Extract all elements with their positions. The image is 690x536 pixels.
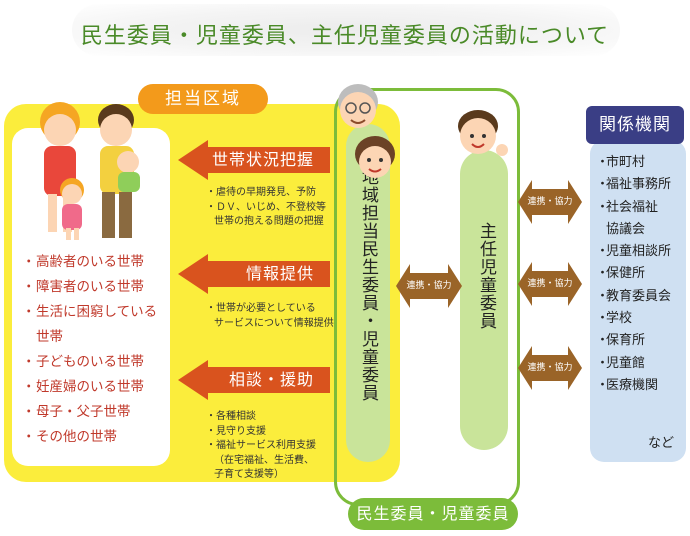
household-item: ・その他の世帯 <box>22 429 117 445</box>
commissioner-group-label: 民生委員・児童委員 <box>348 498 518 530</box>
household-item: ・母子・父子世帯 <box>22 404 131 420</box>
agency-item: ・教育委員会 <box>596 288 672 304</box>
household-item: ・高齢者のいる世帯 <box>22 254 144 270</box>
agency-item: 協議会 <box>606 221 646 237</box>
household-item: ・障害者のいる世帯 <box>22 279 144 295</box>
activity-details-info: ・世帯が必要としている サービスについて情報提供 <box>206 303 334 329</box>
man-face-icon <box>458 110 508 156</box>
household-list: ・高齢者のいる世帯 ・障害者のいる世帯 ・生活に困窮している 世帯 ・子どものい… <box>22 250 168 450</box>
chief-commissioner-label: 主任児童委員 <box>476 222 496 330</box>
household-item: ・生活に困窮している <box>22 304 158 320</box>
local-commissioner-label: 地域担当民生委員・児童委員 <box>358 168 378 402</box>
agency-item: ・福祉事務所 <box>596 177 672 193</box>
household-item: ・妊産婦のいる世帯 <box>22 379 144 395</box>
activity-details-consult: ・各種相談 ・見守り支援 ・福祉サービス利用支援 （在宅福祉、生活費、 子育て支… <box>206 411 316 480</box>
agency-item: ・児童館 <box>596 355 646 371</box>
agency-item: ・保育所 <box>596 333 646 349</box>
title-background <box>72 4 620 56</box>
agency-list: ・市町村 ・福祉事務所 ・社会福祉 協議会 ・児童相談所 ・保健所 ・教育委員会… <box>596 152 688 397</box>
agency-item: ・保健所 <box>596 266 646 282</box>
agency-item: ・社会福祉 <box>596 199 659 215</box>
agency-panel <box>590 140 686 462</box>
agency-item: ・児童相談所 <box>596 244 672 260</box>
page-title: 民生委員・児童委員、主任児童委員の活動について <box>80 24 610 49</box>
activity-details-status: ・虐待の早期発見、予防 ・ＤＶ、いじめ、不登校等 世帯の抱える問題の把握 <box>206 187 326 227</box>
chief-commissioner-box <box>460 150 508 450</box>
woman-face-icon <box>355 136 395 178</box>
household-item: ・子どものいる世帯 <box>22 354 144 370</box>
cooperation-arrow: 連携・協力 <box>518 180 582 224</box>
agency-item: ・医療機関 <box>596 377 659 393</box>
agency-item: ・市町村 <box>596 155 646 170</box>
elderly-man-face-icon <box>338 84 378 128</box>
cooperation-arrow: 連携・協力 <box>518 262 582 306</box>
agency-item: ・学校 <box>596 311 633 327</box>
agency-label: 関係機関 <box>586 106 684 144</box>
area-label: 担当区域 <box>138 84 268 114</box>
local-commissioner-box <box>346 124 390 462</box>
household-panel <box>12 128 170 466</box>
cooperation-arrow: 連携・協力 <box>518 346 582 390</box>
household-item: 世帯 <box>36 329 63 345</box>
agency-etc: など <box>647 436 674 451</box>
family-illustration-icon <box>40 102 140 240</box>
